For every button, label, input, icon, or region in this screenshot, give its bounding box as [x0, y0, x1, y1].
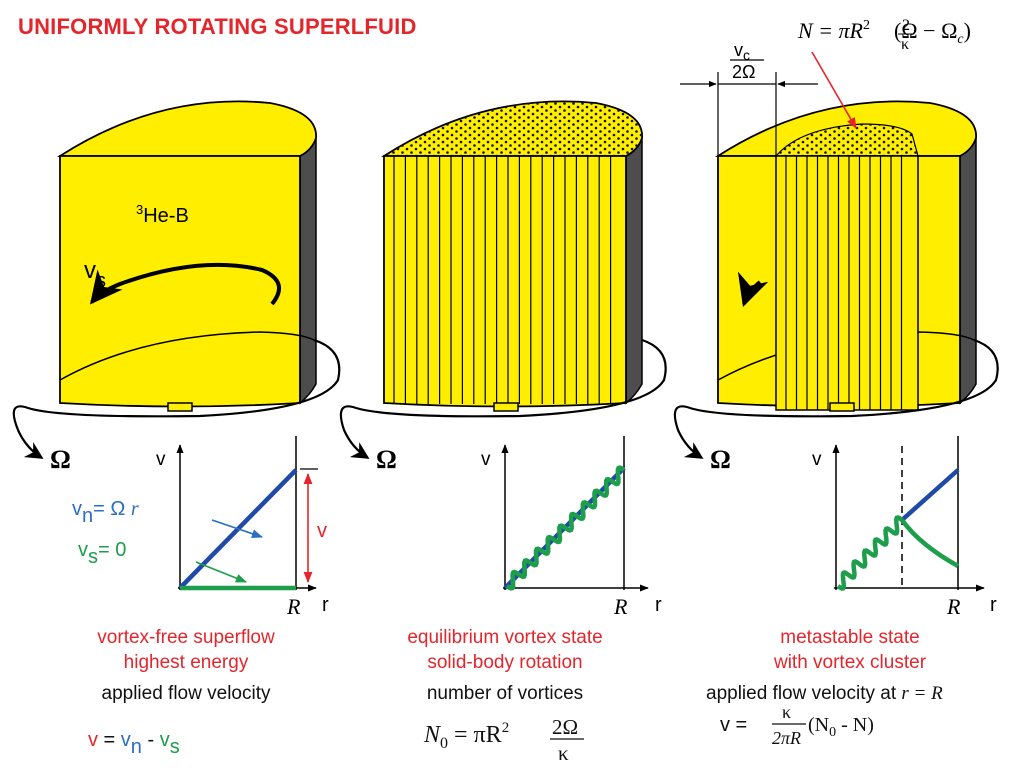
formula-3-lhs: v = — [720, 714, 747, 736]
plot-3 — [832, 436, 985, 592]
cluster-formula-den: κ — [901, 36, 909, 53]
cylinder-3-side — [959, 137, 977, 405]
cluster-formula: N = πR2(Ω − Ωc) — [797, 18, 971, 47]
flow-arrow-3 — [737, 271, 769, 308]
formula-2-den: κ — [558, 741, 569, 765]
rotation-arrow-3 — [673, 338, 999, 459]
plot-2 — [501, 436, 649, 592]
plot-3-vn-line — [900, 468, 960, 522]
cylinder-2-side — [625, 137, 643, 405]
vs-label-plot: vs= 0 — [78, 539, 126, 568]
plot-1-v-label: v — [156, 449, 166, 470]
rotation-arrow-2 — [339, 338, 667, 459]
cylinder-1-side — [299, 137, 317, 405]
plot-2-R-label: R — [613, 594, 628, 619]
plot-2-v-label: v — [481, 449, 491, 470]
plot-3-R-label: R — [946, 594, 961, 619]
plot-3-v-label: v — [812, 449, 822, 470]
vc-denominator: 2Ω — [732, 62, 755, 82]
cluster-front — [775, 155, 919, 411]
caption-1-line2: highest energy — [124, 652, 249, 673]
flow-arrow-1 — [89, 262, 282, 306]
formula-3-num: κ — [782, 702, 791, 722]
cylinder-2 — [380, 100, 643, 412]
plot-1 — [176, 436, 318, 592]
vc-numerator: vc — [734, 40, 750, 63]
rotation-arrow-1 — [12, 338, 341, 459]
cylinder-3 — [714, 100, 977, 412]
plot-2-vs-curve — [505, 465, 626, 591]
vs-label-1: vs — [84, 257, 106, 292]
formula-2: N0 = πR2 — [423, 720, 509, 752]
caption-1-line3: applied flow velocity — [102, 683, 271, 704]
formula-3-den: 2πR — [772, 728, 801, 748]
caption-2-line2: solid-body rotation — [427, 652, 582, 673]
omega-label-3: Ω — [710, 445, 731, 474]
cylinder-1 — [56, 100, 317, 412]
cylinder-1-stem — [167, 402, 193, 412]
vn-pointer — [211, 519, 264, 538]
omega-label-1: Ω — [50, 445, 71, 474]
plot-3-r-label: r — [990, 594, 997, 616]
cluster-formula-num: 2 — [902, 17, 910, 34]
page-title: UNIFORMLY ROTATING SUPERLFUID — [18, 14, 417, 39]
caption-1-line1: vortex-free superflow — [97, 627, 275, 648]
caption-2-line1: equilibrium vortex state — [407, 627, 602, 648]
cylinder-3-stem — [829, 402, 855, 412]
dimension-vc — [680, 59, 818, 156]
formula-2-num: 2Ω — [552, 715, 578, 739]
cylinder-2-front — [383, 155, 627, 408]
caption-2-line3: number of vortices — [427, 683, 583, 704]
plot-1-r-label: r — [322, 594, 329, 616]
plot-3-vs-curve — [836, 515, 904, 591]
vn-label: vn= Ω r — [72, 498, 139, 527]
formula-3-rhs: (N0 - N) — [808, 714, 874, 740]
omega-label-2: Ω — [376, 445, 397, 474]
plot-1-R-label: R — [286, 594, 301, 619]
caption-3-line1: metastable state — [780, 627, 919, 648]
vortex-lines-2 — [393, 156, 612, 404]
plot-1-bracket-label: v — [317, 520, 327, 542]
cluster-pointer — [811, 51, 857, 129]
formula-1: v = vn - vs — [88, 729, 180, 758]
caption-3-line3: applied flow velocity at r = R — [706, 683, 943, 704]
vortex-lines-3 — [785, 156, 903, 410]
caption-3-line2: with vortex cluster — [773, 652, 927, 673]
plot-3-vs-decay — [900, 518, 960, 568]
plot-2-r-label: r — [655, 594, 662, 616]
cylinder-2-stem — [493, 402, 519, 412]
vs-pointer — [195, 561, 248, 583]
cylinder-1-top — [56, 100, 317, 157]
phase-label: 3He-B — [136, 202, 189, 227]
